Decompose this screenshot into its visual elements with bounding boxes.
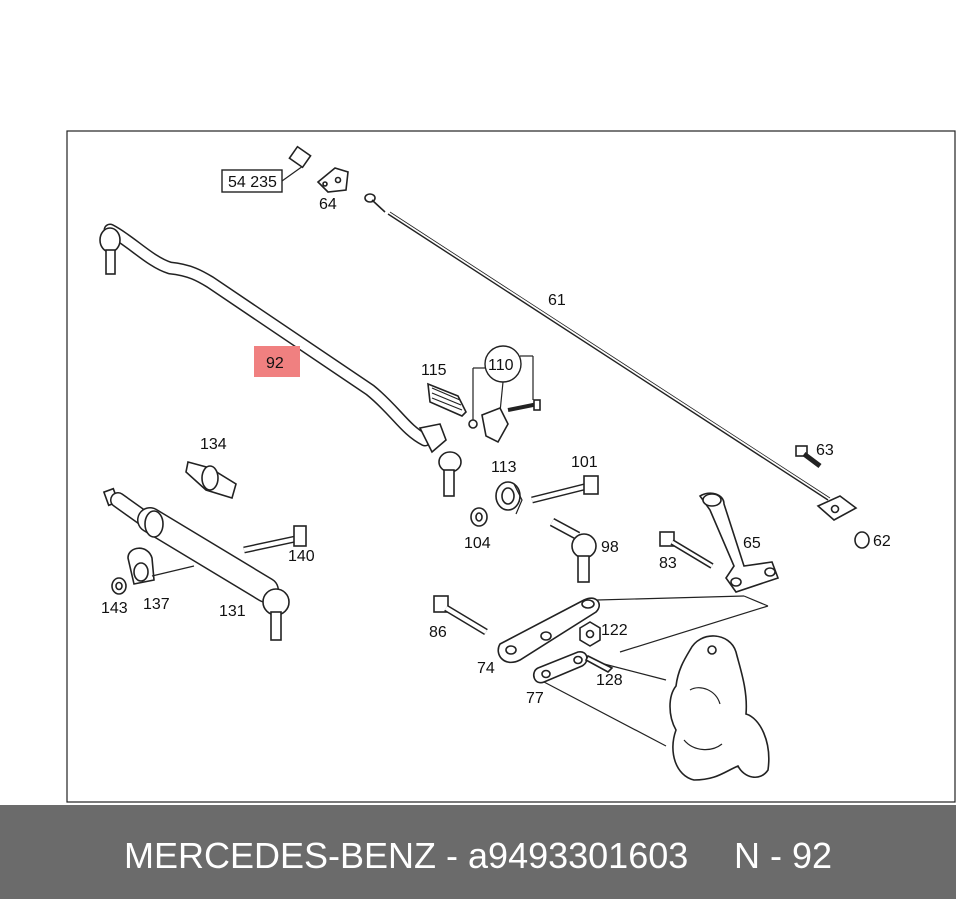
callout-83: 83 — [659, 555, 677, 572]
reference-box: 54 235 — [221, 145, 312, 193]
diagram-frame — [66, 130, 956, 803]
callout-122: 122 — [601, 622, 628, 639]
part-77-plate[interactable] — [532, 651, 588, 684]
part-110-clamp-set[interactable] — [468, 345, 541, 444]
callout-113: 113 — [491, 459, 517, 476]
part-101-bolt[interactable] — [531, 475, 599, 504]
part-140-bolt[interactable] — [243, 525, 307, 554]
part-61-cable[interactable] — [364, 193, 831, 501]
footer-bar: MERCEDES-BENZ - a9493301603 N - 92 — [0, 805, 956, 899]
callout-101: 101 — [571, 454, 598, 471]
leader-lines — [543, 595, 769, 747]
steering-knuckle[interactable] — [669, 635, 770, 781]
part-83-bolt[interactable] — [659, 531, 714, 569]
parts-diagram: 54 235 64 61 92 115 — [66, 130, 956, 803]
callout-115: 115 — [421, 362, 447, 379]
part-134-bushing[interactable] — [185, 461, 237, 500]
part-74-lever[interactable] — [497, 597, 600, 664]
part-128-cotter-pin[interactable] — [584, 654, 614, 673]
callout-63: 63 — [816, 442, 834, 459]
part-92-drag-link[interactable] — [99, 223, 462, 497]
callout-74: 74 — [477, 660, 495, 677]
part-104-nut[interactable] — [470, 507, 488, 527]
callout-140: 140 — [288, 548, 315, 565]
callout-62: 62 — [873, 533, 891, 550]
callout-92-highlight — [254, 346, 300, 377]
brand-part-number: MERCEDES-BENZ - a9493301603 — [124, 835, 689, 876]
callout-92: 92 — [266, 355, 284, 372]
part-65-arm[interactable] — [698, 492, 780, 593]
callout-98: 98 — [601, 539, 619, 556]
part-115-bellows[interactable] — [427, 382, 467, 417]
callout-65: 65 — [743, 535, 761, 552]
callout-64: 64 — [319, 196, 337, 213]
callout-131: 131 — [219, 603, 246, 620]
part-98-ball-joint[interactable] — [549, 518, 597, 583]
part-86-bolt[interactable] — [433, 595, 488, 636]
callout-110: 110 — [488, 357, 514, 374]
callout-137: 137 — [143, 596, 170, 613]
callout-77: 77 — [526, 690, 544, 707]
position-reference: N - 92 — [734, 835, 833, 876]
callout-86: 86 — [429, 624, 447, 641]
part-143-nut[interactable] — [111, 577, 127, 595]
svg-text:54 235: 54 235 — [228, 174, 277, 191]
part-113-clamp[interactable] — [495, 481, 523, 515]
part-122-nut[interactable] — [579, 621, 601, 647]
callout-61: 61 — [548, 292, 566, 309]
part-131-tie-rod[interactable] — [102, 487, 290, 641]
callout-128: 128 — [596, 672, 623, 689]
part-137-clamp[interactable] — [127, 547, 195, 585]
part-63-screw[interactable] — [795, 445, 822, 468]
callout-143: 143 — [101, 600, 128, 617]
part-64-bracket[interactable] — [316, 167, 349, 193]
callout-134: 134 — [200, 436, 227, 453]
callout-104: 104 — [464, 535, 491, 552]
part-62-ring[interactable] — [816, 495, 870, 549]
